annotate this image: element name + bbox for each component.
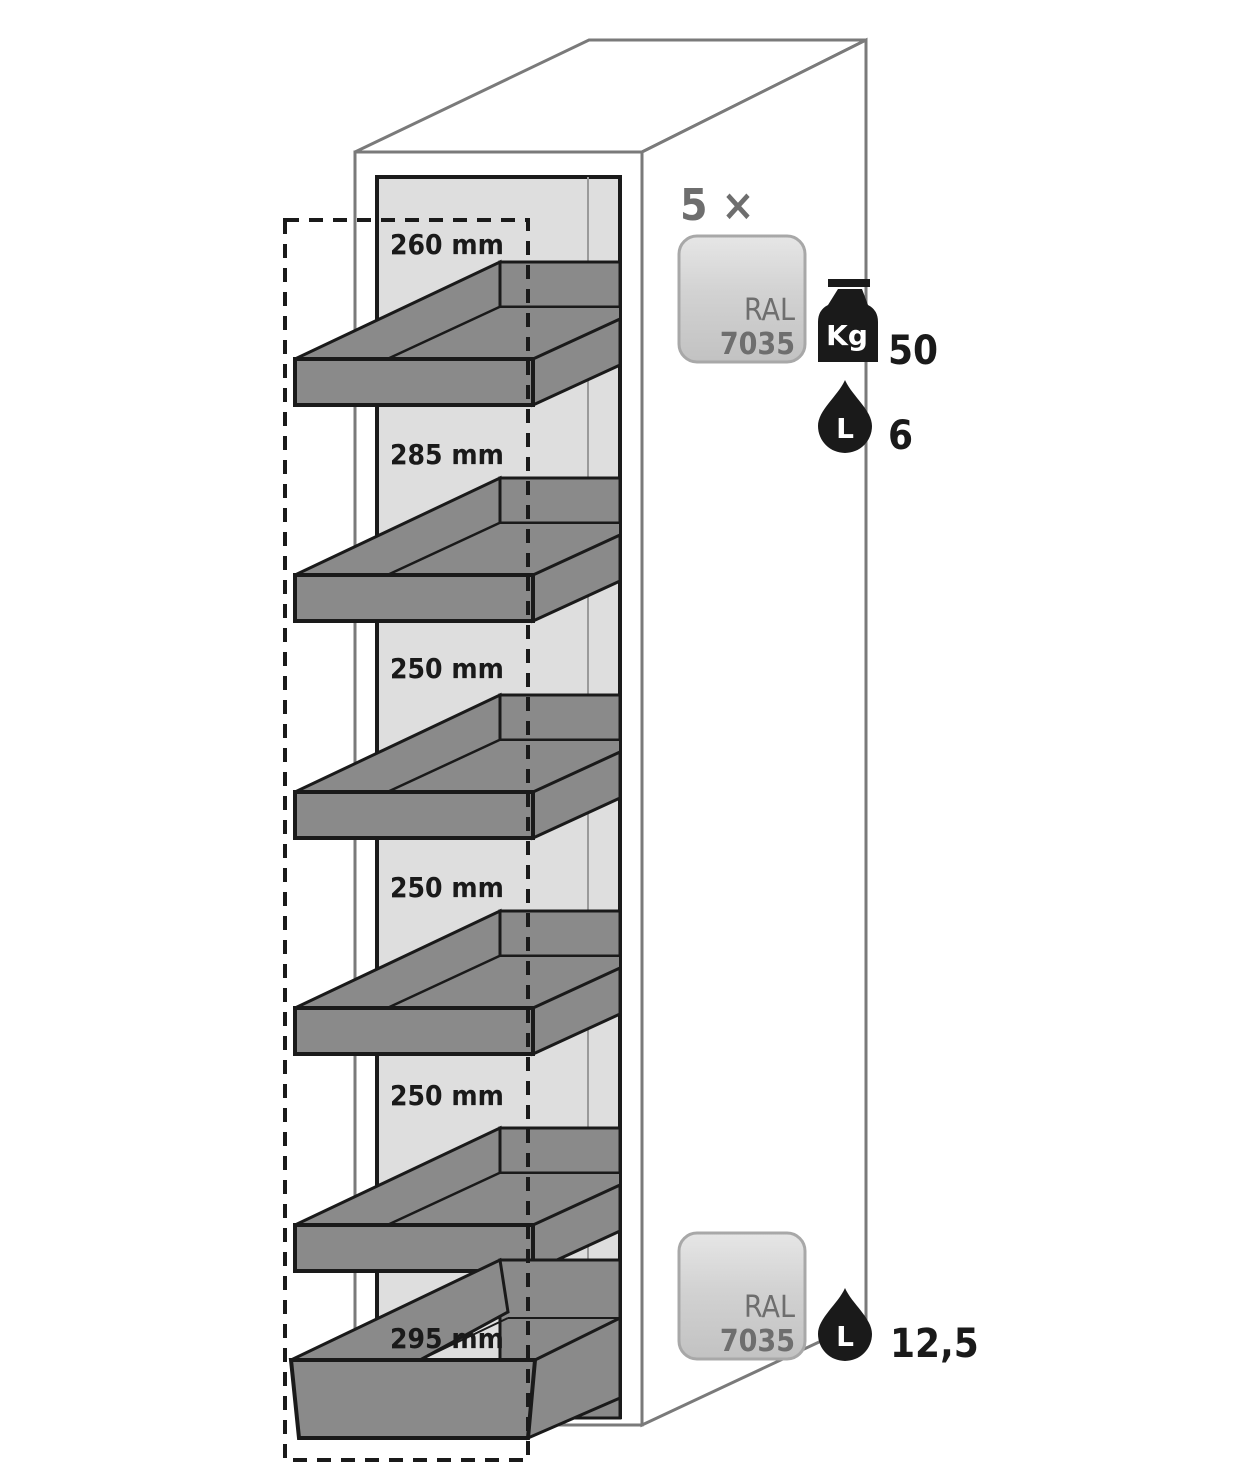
sump-ral-swatch: RAL 7035	[677, 1231, 807, 1361]
shelf-front	[293, 573, 535, 623]
weight-icon-text: Kg	[826, 319, 868, 352]
shelf-back-rim	[498, 693, 622, 742]
shelf-count: 5 ×	[680, 180, 755, 231]
shelf-back-rim	[498, 1126, 622, 1175]
drop-icon-text: L	[836, 412, 854, 445]
shelf-front	[293, 790, 535, 840]
shelf-load-value: 50	[888, 328, 938, 374]
shelf-back-rim	[498, 476, 622, 525]
shelf-ral-swatch: RAL 7035	[677, 234, 807, 364]
drop-icon-text: L	[836, 1320, 854, 1353]
ral-swatch-shape	[677, 1231, 807, 1361]
ral-code: 7035	[720, 1324, 795, 1359]
shelf-gap-label: 250 mm	[390, 652, 504, 685]
ral-label: RAL	[744, 1290, 795, 1325]
ral-swatch-shape	[677, 234, 807, 364]
shelf-back-rim	[498, 260, 622, 309]
pull-out-outline	[283, 218, 530, 1462]
shelf-gap-label: 250 mm	[390, 1079, 504, 1112]
liquid-drop-icon: L	[818, 380, 872, 453]
sump-front	[288, 1358, 538, 1440]
sump-inner-diagonal	[419, 1317, 509, 1361]
weight-kg-icon: Kg	[818, 279, 878, 362]
ral-label: RAL	[744, 293, 795, 328]
sump-capacity-value: 12,5	[890, 1321, 979, 1367]
sump-gap-label: 295 mm	[390, 1322, 504, 1355]
shelf: 285 mm	[293, 438, 622, 624]
shelf-gap-label: 285 mm	[390, 438, 504, 471]
shelf-gap-label: 260 mm	[390, 228, 504, 261]
bottom-sump: 295 mm	[288, 1257, 622, 1441]
shelf-back-rim	[498, 909, 622, 958]
liquid-drop-icon: L	[818, 1288, 872, 1361]
shelf-gap-label: 250 mm	[390, 871, 504, 904]
shelf-front	[293, 1006, 535, 1056]
shelf: 250 mm	[293, 871, 622, 1057]
shelf: 260 mm	[293, 228, 622, 408]
shelf-front	[293, 357, 535, 407]
shelf: 250 mm	[293, 1079, 622, 1274]
shelf-capacity-value: 6	[888, 413, 913, 459]
ral-code: 7035	[720, 327, 795, 362]
